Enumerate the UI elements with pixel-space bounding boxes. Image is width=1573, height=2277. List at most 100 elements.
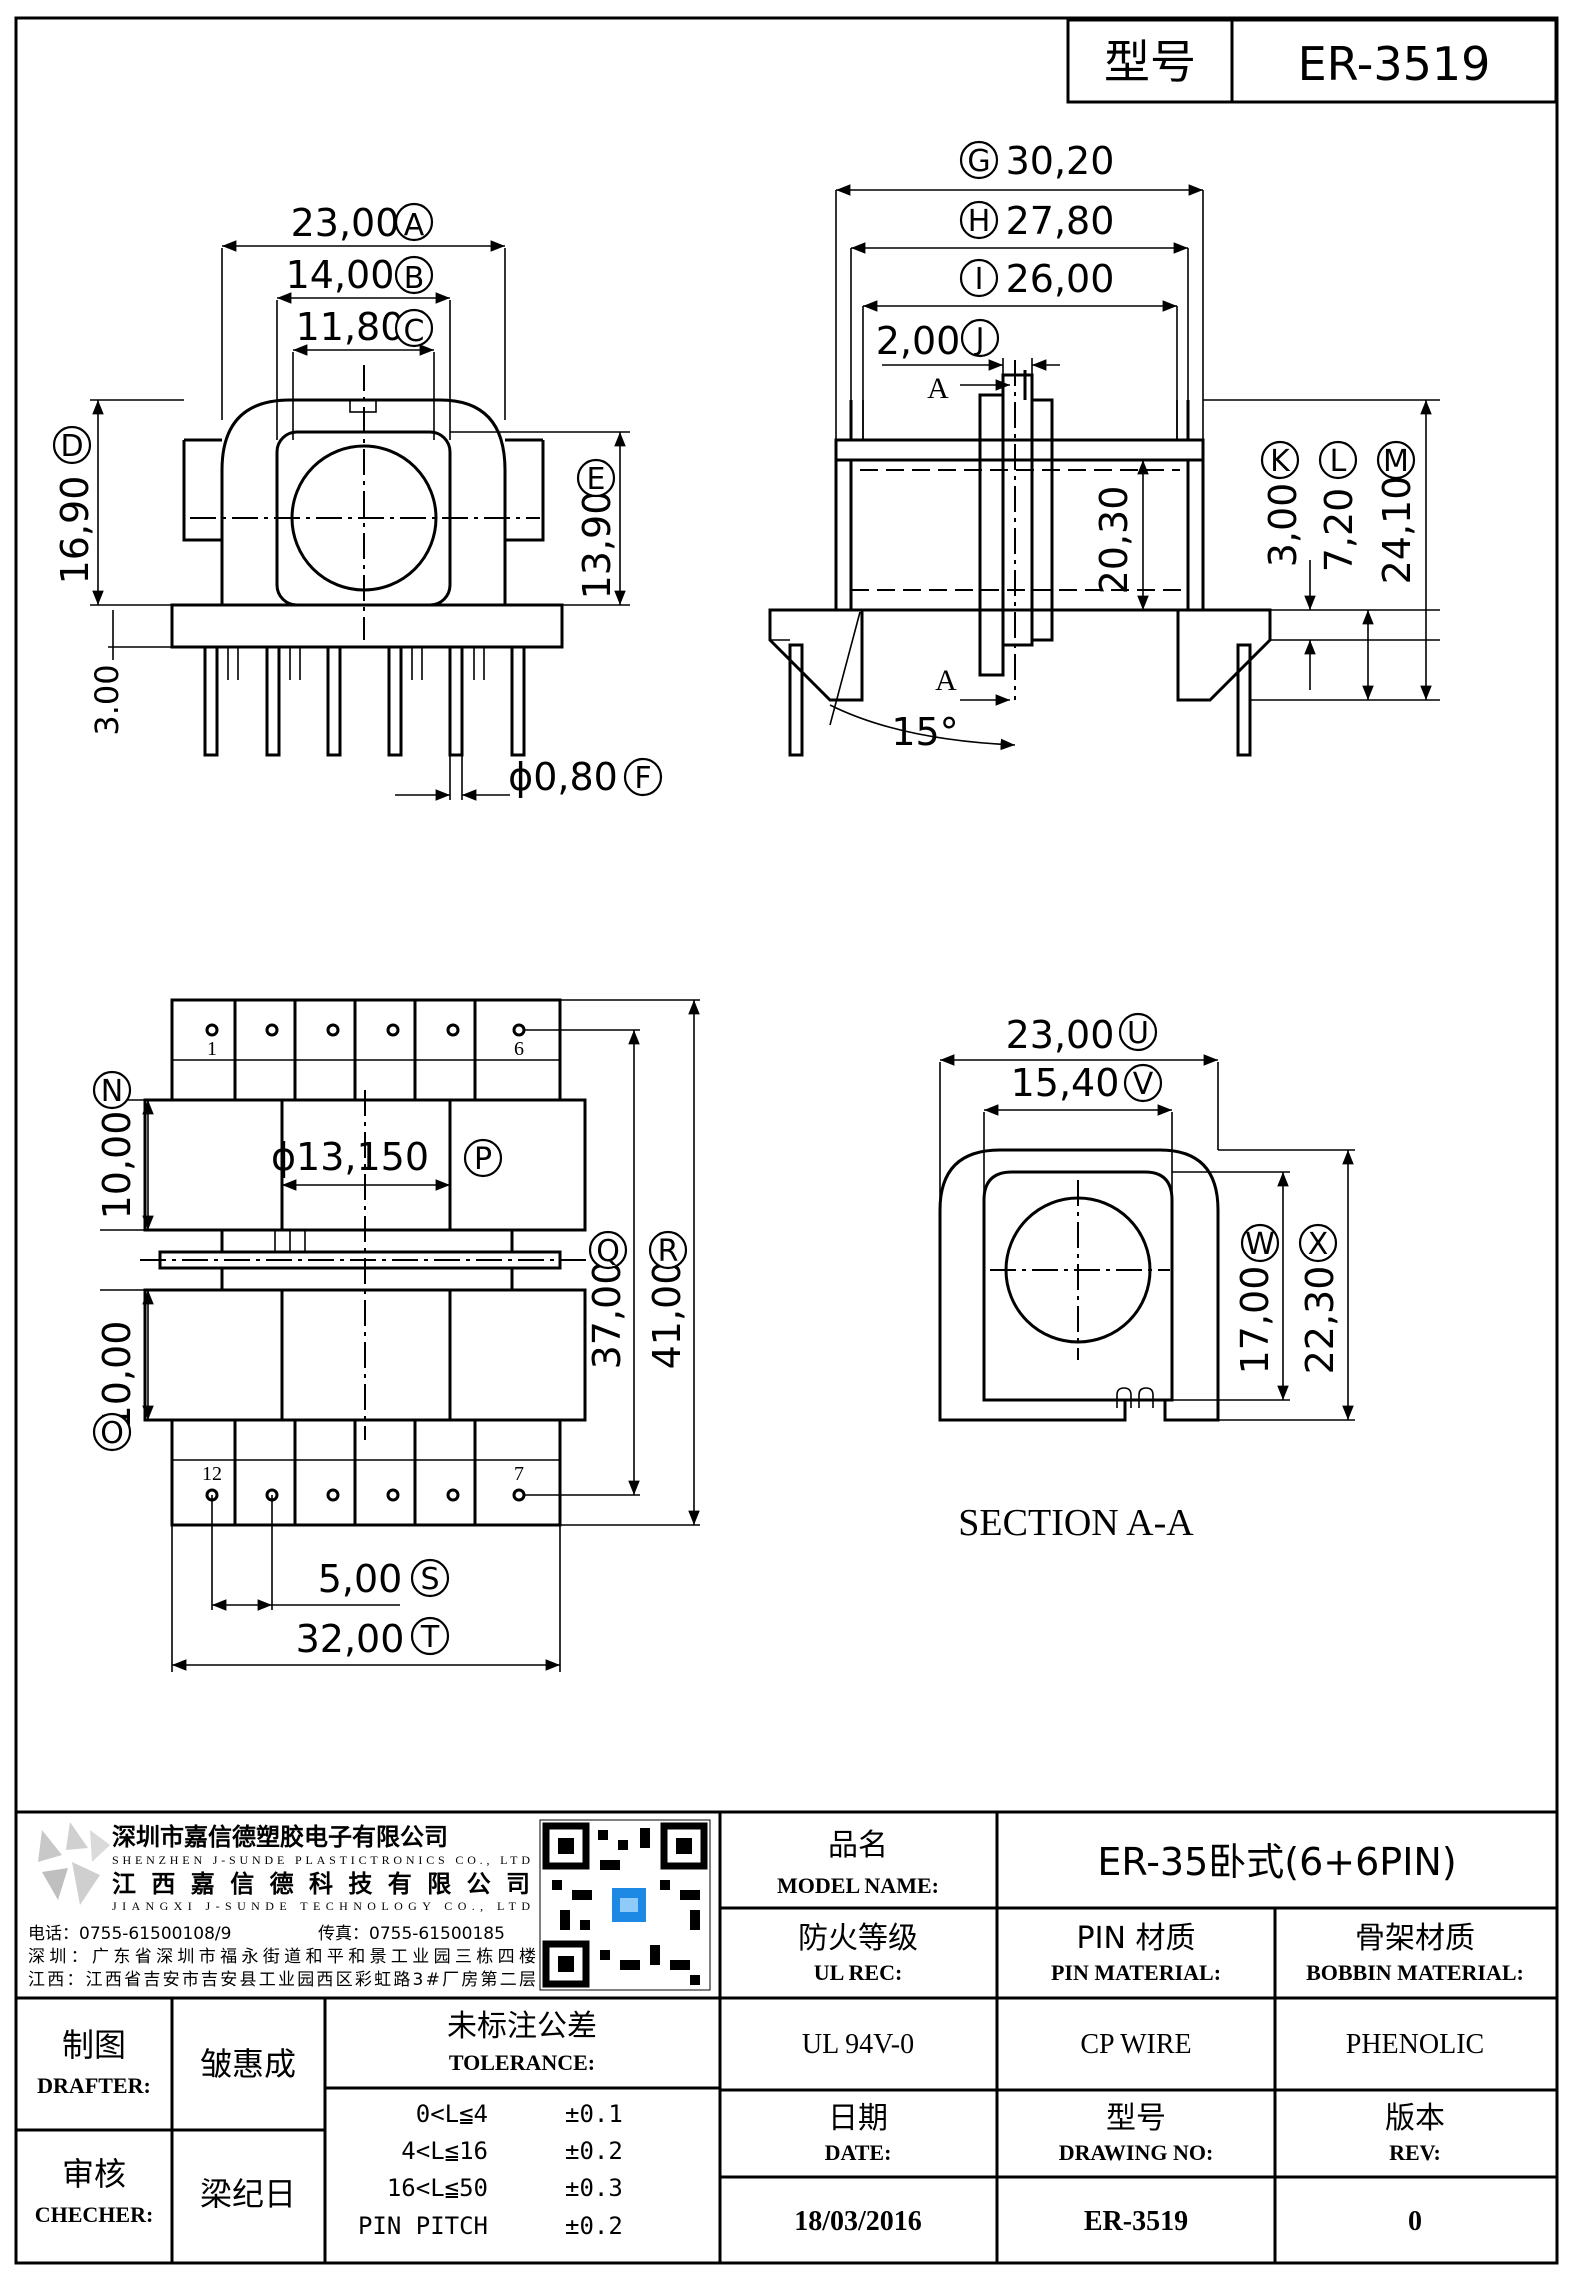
- checker-cn: 审核: [62, 2155, 126, 2193]
- bobbin-material-value: PHENOLIC: [1346, 2029, 1484, 2060]
- section-label: SECTION A-A: [958, 1502, 1194, 1544]
- top-view: 1 6 12 7: [92, 998, 700, 1672]
- date-cn: 日期: [828, 2101, 888, 2136]
- dim-G: G 30,20: [835, 139, 1204, 440]
- dim-D-letter: D: [60, 429, 83, 464]
- dim-J: 2,00 J: [876, 318, 1060, 440]
- company2-name-en: JIANGXI J-SUNDE TECHNOLOGY CO., LTD: [112, 1899, 530, 1913]
- dim-A-letter: A: [404, 208, 425, 243]
- dim-N: 10,00 N: [92, 1070, 222, 1231]
- dim-O: 10,00 O: [92, 1289, 154, 1452]
- tol-row-range: 16<L≦50: [387, 2174, 488, 2202]
- checker-en: CHECHER:: [35, 2202, 154, 2227]
- dim-K: 3,00 K: [1260, 440, 1316, 690]
- rev-en: REV:: [1389, 2140, 1441, 2165]
- company-addr1: 深圳：广东省深圳市福永街道和平和景工业园三栋四楼: [28, 1947, 536, 1967]
- tol-row-range: PIN PITCH: [358, 2212, 488, 2240]
- drafter-cn: 制图: [62, 2026, 126, 2064]
- dim-P-letter: P: [474, 1142, 492, 1177]
- rev-value: 0: [1408, 2206, 1422, 2237]
- dim-X: 22,30 X: [1218, 1149, 1355, 1421]
- pin-6-label: 6: [514, 1038, 524, 1060]
- company-fax: 传真：0755-61500185: [318, 1924, 505, 1944]
- dim-T-value: 32,00: [296, 1617, 405, 1661]
- dim-R: 41,00 R: [560, 999, 700, 1526]
- dim-W-letter: W: [1245, 1227, 1275, 1262]
- dim-A: 23,00 A: [221, 201, 506, 420]
- dim-U: 23,00 U: [939, 1012, 1219, 1200]
- dim-D-value: 16,90: [53, 476, 97, 585]
- ul-rec-en: UL REC:: [814, 1960, 903, 1985]
- dim-C-letter: C: [404, 314, 425, 349]
- lower-pin-dots: [205, 1488, 526, 1502]
- dim-mid-value: 20,30: [1092, 486, 1136, 595]
- dim-C-value: 11,80: [296, 305, 405, 349]
- dim-C: 11,80 C: [292, 305, 435, 440]
- pin-material-cn: PIN 材质: [1077, 1921, 1196, 1956]
- dim-Q-letter: Q: [596, 1234, 620, 1269]
- tol-row-val: ±0.3: [565, 2174, 623, 2202]
- dim-B: 14,00 B: [276, 253, 451, 440]
- title-label: 型号: [1104, 35, 1196, 89]
- model-name-cn: 品名: [828, 1828, 888, 1863]
- title-value: ER-3519: [1298, 37, 1491, 91]
- dim-X-letter: X: [1308, 1227, 1329, 1262]
- dim-F-value: ϕ0,80: [508, 755, 618, 799]
- dim-M-value: 24,10: [1375, 476, 1419, 585]
- dim-S-letter: S: [420, 1562, 439, 1597]
- bobbin-material-cn: 骨架材质: [1355, 1921, 1475, 1956]
- tol-row-val: ±0.2: [565, 2212, 623, 2240]
- dim-H-value: 27,80: [1006, 199, 1115, 243]
- dim-V-letter: V: [1133, 1067, 1154, 1102]
- dim-U-value: 23,00: [1006, 1013, 1115, 1057]
- company-name-cn: 深圳市嘉信德塑胶电子有限公司: [112, 1823, 448, 1851]
- model-name-value: ER-35卧式(6+6PIN): [1097, 1840, 1456, 1884]
- dim-K-letter: K: [1270, 444, 1291, 479]
- date-en: DATE:: [825, 2140, 892, 2165]
- front-view: 23,00 A 14,00 B 11,80 C: [52, 201, 663, 801]
- dim-E: 13,90 E: [450, 431, 630, 606]
- dim-X-value: 22,30: [1298, 1266, 1342, 1375]
- drawing-no-cn: 型号: [1106, 2101, 1166, 2136]
- dim-L-value: 7,20: [1317, 488, 1361, 573]
- bobbin-material-en: BOBBIN MATERIAL:: [1306, 1960, 1524, 1985]
- section-mark-bottom: A: [935, 664, 957, 697]
- dim-S: 5,00 S: [211, 1495, 450, 1611]
- dim-G-value: 30,20: [1006, 139, 1115, 183]
- dim-I-value: 26,00: [1006, 257, 1115, 301]
- dim-B-letter: B: [404, 261, 425, 296]
- dim-J-letter: J: [974, 322, 985, 357]
- dim-V-value: 15,40: [1011, 1061, 1120, 1105]
- dim-three-value: 3.00: [88, 664, 126, 735]
- pin-12-label: 12: [202, 1463, 222, 1485]
- company-logo: [38, 1822, 110, 1905]
- checker-value: 梁纪日: [200, 2175, 296, 2213]
- drafter-value: 皱惠成: [200, 2045, 296, 2083]
- dim-O-letter: O: [100, 1416, 124, 1451]
- tolerance-cn: 未标注公差: [447, 2009, 597, 2044]
- tol-row-range: 0<L≦4: [416, 2100, 488, 2128]
- dim-M: 24,10 M: [1375, 400, 1432, 700]
- tolerance-rows: 0<L≦4 ±0.1 4<L≦16 ±0.2 16<L≦50 ±0.3 PIN …: [358, 2100, 623, 2240]
- dim-D: 16,90 D: [52, 399, 184, 606]
- dim-T-letter: T: [420, 1620, 440, 1655]
- sheet-border: [14, 16, 1559, 2265]
- dim-Q: 37,00 Q: [524, 1029, 640, 1496]
- dim-G-letter: G: [967, 144, 990, 179]
- company2-name-cn: 江西嘉信德科技有限公司: [112, 1870, 530, 1898]
- company-name-en: SHENZHEN J-SUNDE PLASTICTRONICS CO., LTD: [112, 1853, 530, 1867]
- dim-L: 7,20 L: [1317, 440, 1374, 700]
- pin-1-label: 1: [207, 1038, 217, 1060]
- dim-K-value: 3,00: [1261, 483, 1305, 568]
- tolerance-en: TOLERANCE:: [449, 2050, 595, 2075]
- dim-B-value: 14,00: [286, 253, 395, 297]
- dim-H: H 27,80: [850, 199, 1189, 440]
- pin-7-label: 7: [514, 1463, 524, 1485]
- dim-E-value: 13,90: [575, 491, 619, 600]
- section-mark-top: A: [927, 372, 949, 405]
- drafter-en: DRAFTER:: [37, 2073, 151, 2098]
- dim-F: ϕ0,80 F: [395, 755, 663, 801]
- model-name-en: MODEL NAME:: [777, 1873, 939, 1898]
- pin-material-en: PIN MATERIAL:: [1051, 1960, 1221, 1985]
